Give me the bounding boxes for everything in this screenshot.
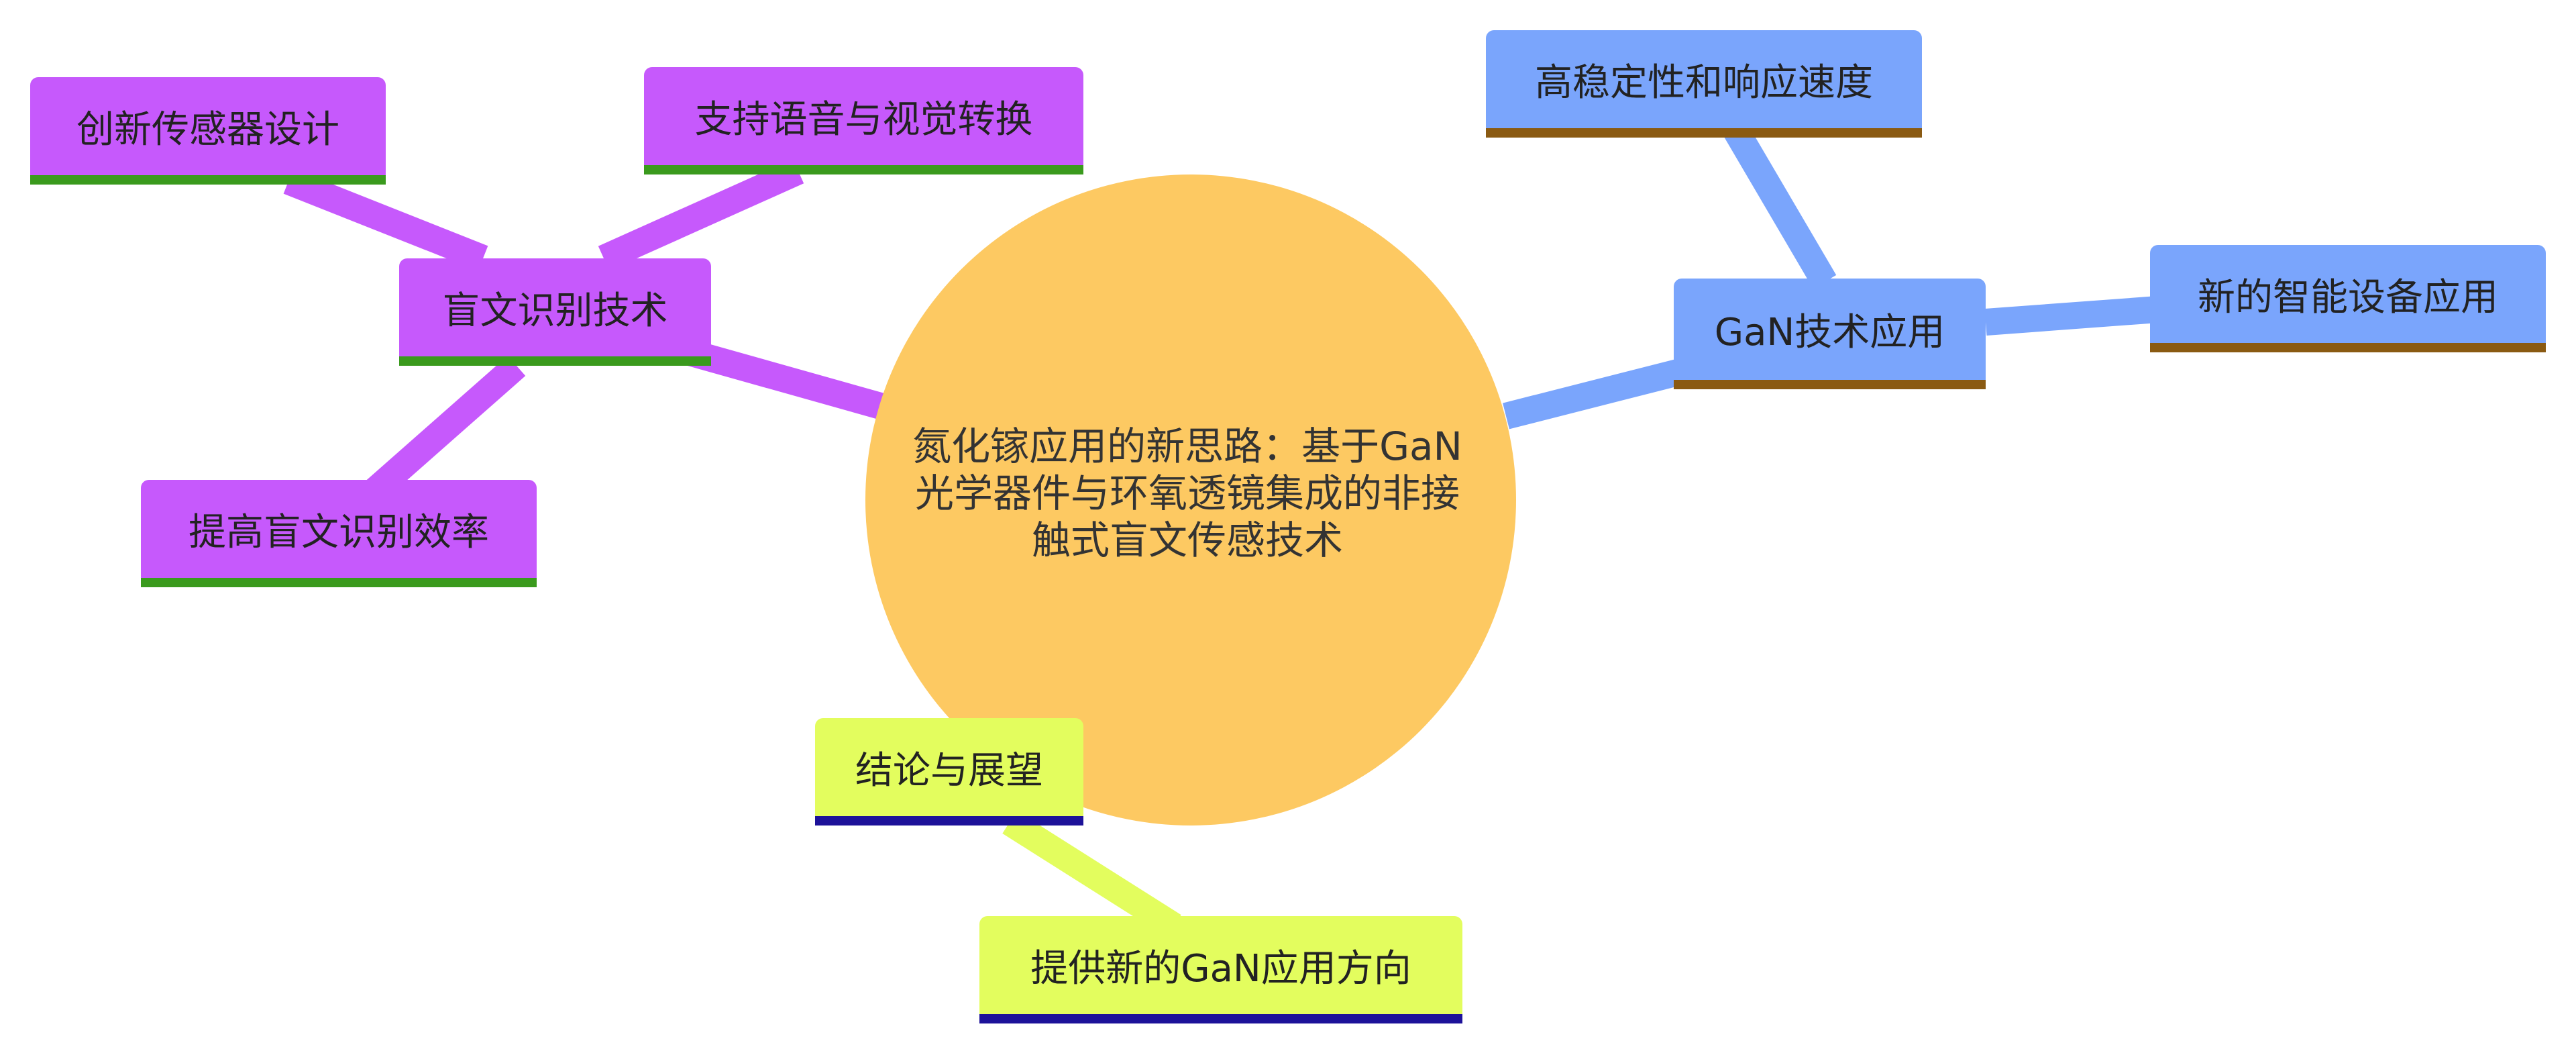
node-label: 提供新的GaN应用方向 — [1030, 946, 1411, 991]
connector-gan-stability — [1722, 120, 1837, 289]
connector-braille-voice — [598, 158, 804, 271]
connector-gan-device — [1984, 295, 2168, 336]
connector-braille-sensor — [283, 168, 488, 271]
node-label: 支持语音与视觉转换 — [694, 97, 1033, 142]
node-sensor-design[interactable]: 创新传感器设计 — [30, 77, 386, 185]
node-gan-application[interactable]: GaN技术应用 — [1674, 279, 1986, 389]
node-label: 新的智能设备应用 — [2198, 275, 2498, 319]
node-new-gan-direction[interactable]: 提供新的GaN应用方向 — [979, 916, 1462, 1023]
node-label: 提高盲文识别效率 — [189, 510, 489, 554]
connector-conclusion-direction — [1002, 811, 1181, 938]
node-label: GaN技术应用 — [1714, 311, 1945, 354]
connector-braille-efficiency — [366, 355, 526, 501]
center-topic: 氮化镓应用的新思路：基于GaN 光学器件与环氧透镜集成的非接 触式盲文传感技术 — [872, 423, 1503, 564]
node-label: 高稳定性和响应速度 — [1535, 60, 1873, 105]
center-topic-line: 氮化镓应用的新思路：基于GaN — [912, 423, 1462, 469]
node-label: 结论与展望 — [855, 748, 1043, 793]
node-label: 盲文识别技术 — [442, 289, 668, 333]
node-voice-visual-conversion[interactable]: 支持语音与视觉转换 — [644, 67, 1083, 174]
node-smart-device-application[interactable]: 新的智能设备应用 — [2150, 245, 2546, 352]
node-conclusion-outlook[interactable]: 结论与展望 — [815, 718, 1083, 825]
connector-center-braille — [674, 336, 896, 423]
node-braille-efficiency[interactable]: 提高盲文识别效率 — [141, 480, 537, 587]
center-topic-line: 触式盲文传感技术 — [1031, 517, 1343, 563]
center-topic-line: 光学器件与环氧透镜集成的非接 — [914, 470, 1460, 516]
node-label: 创新传感器设计 — [76, 107, 339, 152]
node-stability-response[interactable]: 高稳定性和响应速度 — [1486, 30, 1922, 138]
node-braille-recognition[interactable]: 盲文识别技术 — [399, 258, 711, 366]
center-circle — [865, 174, 1516, 825]
connector-center-gan — [1503, 352, 1707, 430]
